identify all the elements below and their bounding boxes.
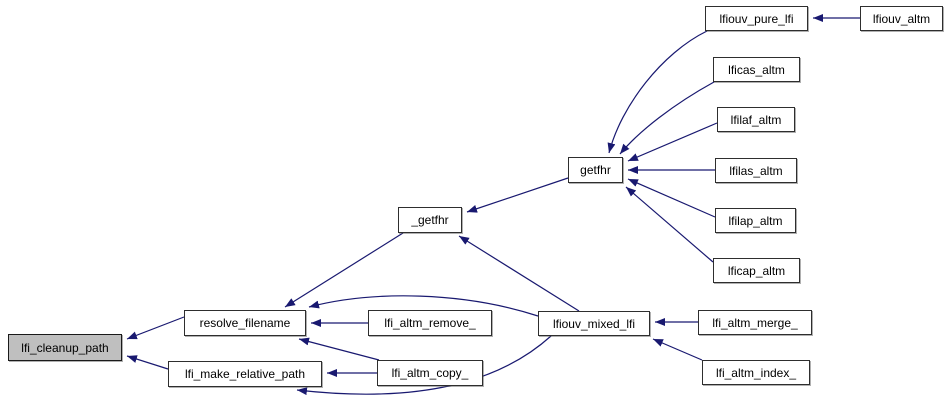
node-label: _getfhr [411,213,449,227]
node-label: resolve_filename [199,316,291,330]
node-lfilaf_altm[interactable]: lfilaf_altm [717,107,795,132]
edge-_getfhr-to-resolve_filename [284,232,404,308]
node-lfi_altm_remove_[interactable]: lfi_altm_remove_ [368,310,492,336]
edge-lfi_altm_index_-to-lfiouv_mixed_lfi [652,338,703,361]
node-label: lfi_altm_remove_ [384,316,476,330]
node-lfi_make_relative_path[interactable]: lfi_make_relative_path [168,361,322,387]
node-lfiouv_altm[interactable]: lfiouv_altm [860,6,943,31]
node-label: lfilas_altm [729,163,783,178]
edge-lfi_make_relative_path-to-lfi_cleanup_path [126,355,169,370]
node-lficap_altm[interactable]: lficap_altm [713,258,800,283]
node-label: lfilaf_altm [730,112,782,127]
node-label: lfiouv_pure_lfi [719,11,794,26]
node-_getfhr[interactable]: _getfhr [398,207,462,233]
node-lficas_altm[interactable]: lficas_altm [713,57,800,82]
node-lfilap_altm[interactable]: lfilap_altm [715,208,796,233]
node-lfi_altm_merge_[interactable]: lfi_altm_merge_ [698,310,812,335]
node-label: lfi_cleanup_path [21,340,109,355]
node-lfiouv_mixed_lfi[interactable]: lfiouv_mixed_lfi [538,311,650,336]
node-label: getfhr [580,163,611,177]
edge-lficas_altm-to-getfhr [619,81,715,155]
node-label: lfiouv_mixed_lfi [552,316,636,331]
node-lfi_altm_index_[interactable]: lfi_altm_index_ [702,360,810,385]
node-lfilas_altm[interactable]: lfilas_altm [715,158,797,183]
edge-lfilaf_altm-to-getfhr [627,122,718,162]
edge-lfiouv_mixed_lfi-to-_getfhr [458,235,580,312]
node-label: lfi_altm_index_ [715,365,797,380]
node-label: lfiouv_altm [872,11,931,26]
edge-lfi_altm_copy_-to-resolve_filename [298,337,380,361]
edge-lfiouv_mixed_lfi-to-resolve_filename [308,295,539,317]
node-lfi_cleanup_path: lfi_cleanup_path [8,334,122,361]
node-lfi_altm_copy_[interactable]: lfi_altm_copy_ [377,360,483,386]
node-resolve_filename[interactable]: resolve_filename [184,310,306,336]
node-label: lficas_altm [728,62,785,77]
edge-getfhr-to-_getfhr [466,177,569,213]
node-label: lfi_make_relative_path [184,367,306,381]
node-label: lfi_altm_merge_ [712,315,798,330]
edge-lficap_altm-to-getfhr [625,186,714,263]
edge-lfiouv_pure_lfi-to-getfhr [607,30,708,154]
node-label: lficap_altm [727,263,786,278]
node-lfiouv_pure_lfi[interactable]: lfiouv_pure_lfi [705,6,808,31]
edge-resolve_filename-to-lfi_cleanup_path [126,316,185,340]
node-label: lfilap_altm [728,213,783,228]
node-getfhr[interactable]: getfhr [568,157,623,183]
node-label: lfi_altm_copy_ [391,366,469,380]
edge-lfilap_altm-to-getfhr [627,178,716,218]
